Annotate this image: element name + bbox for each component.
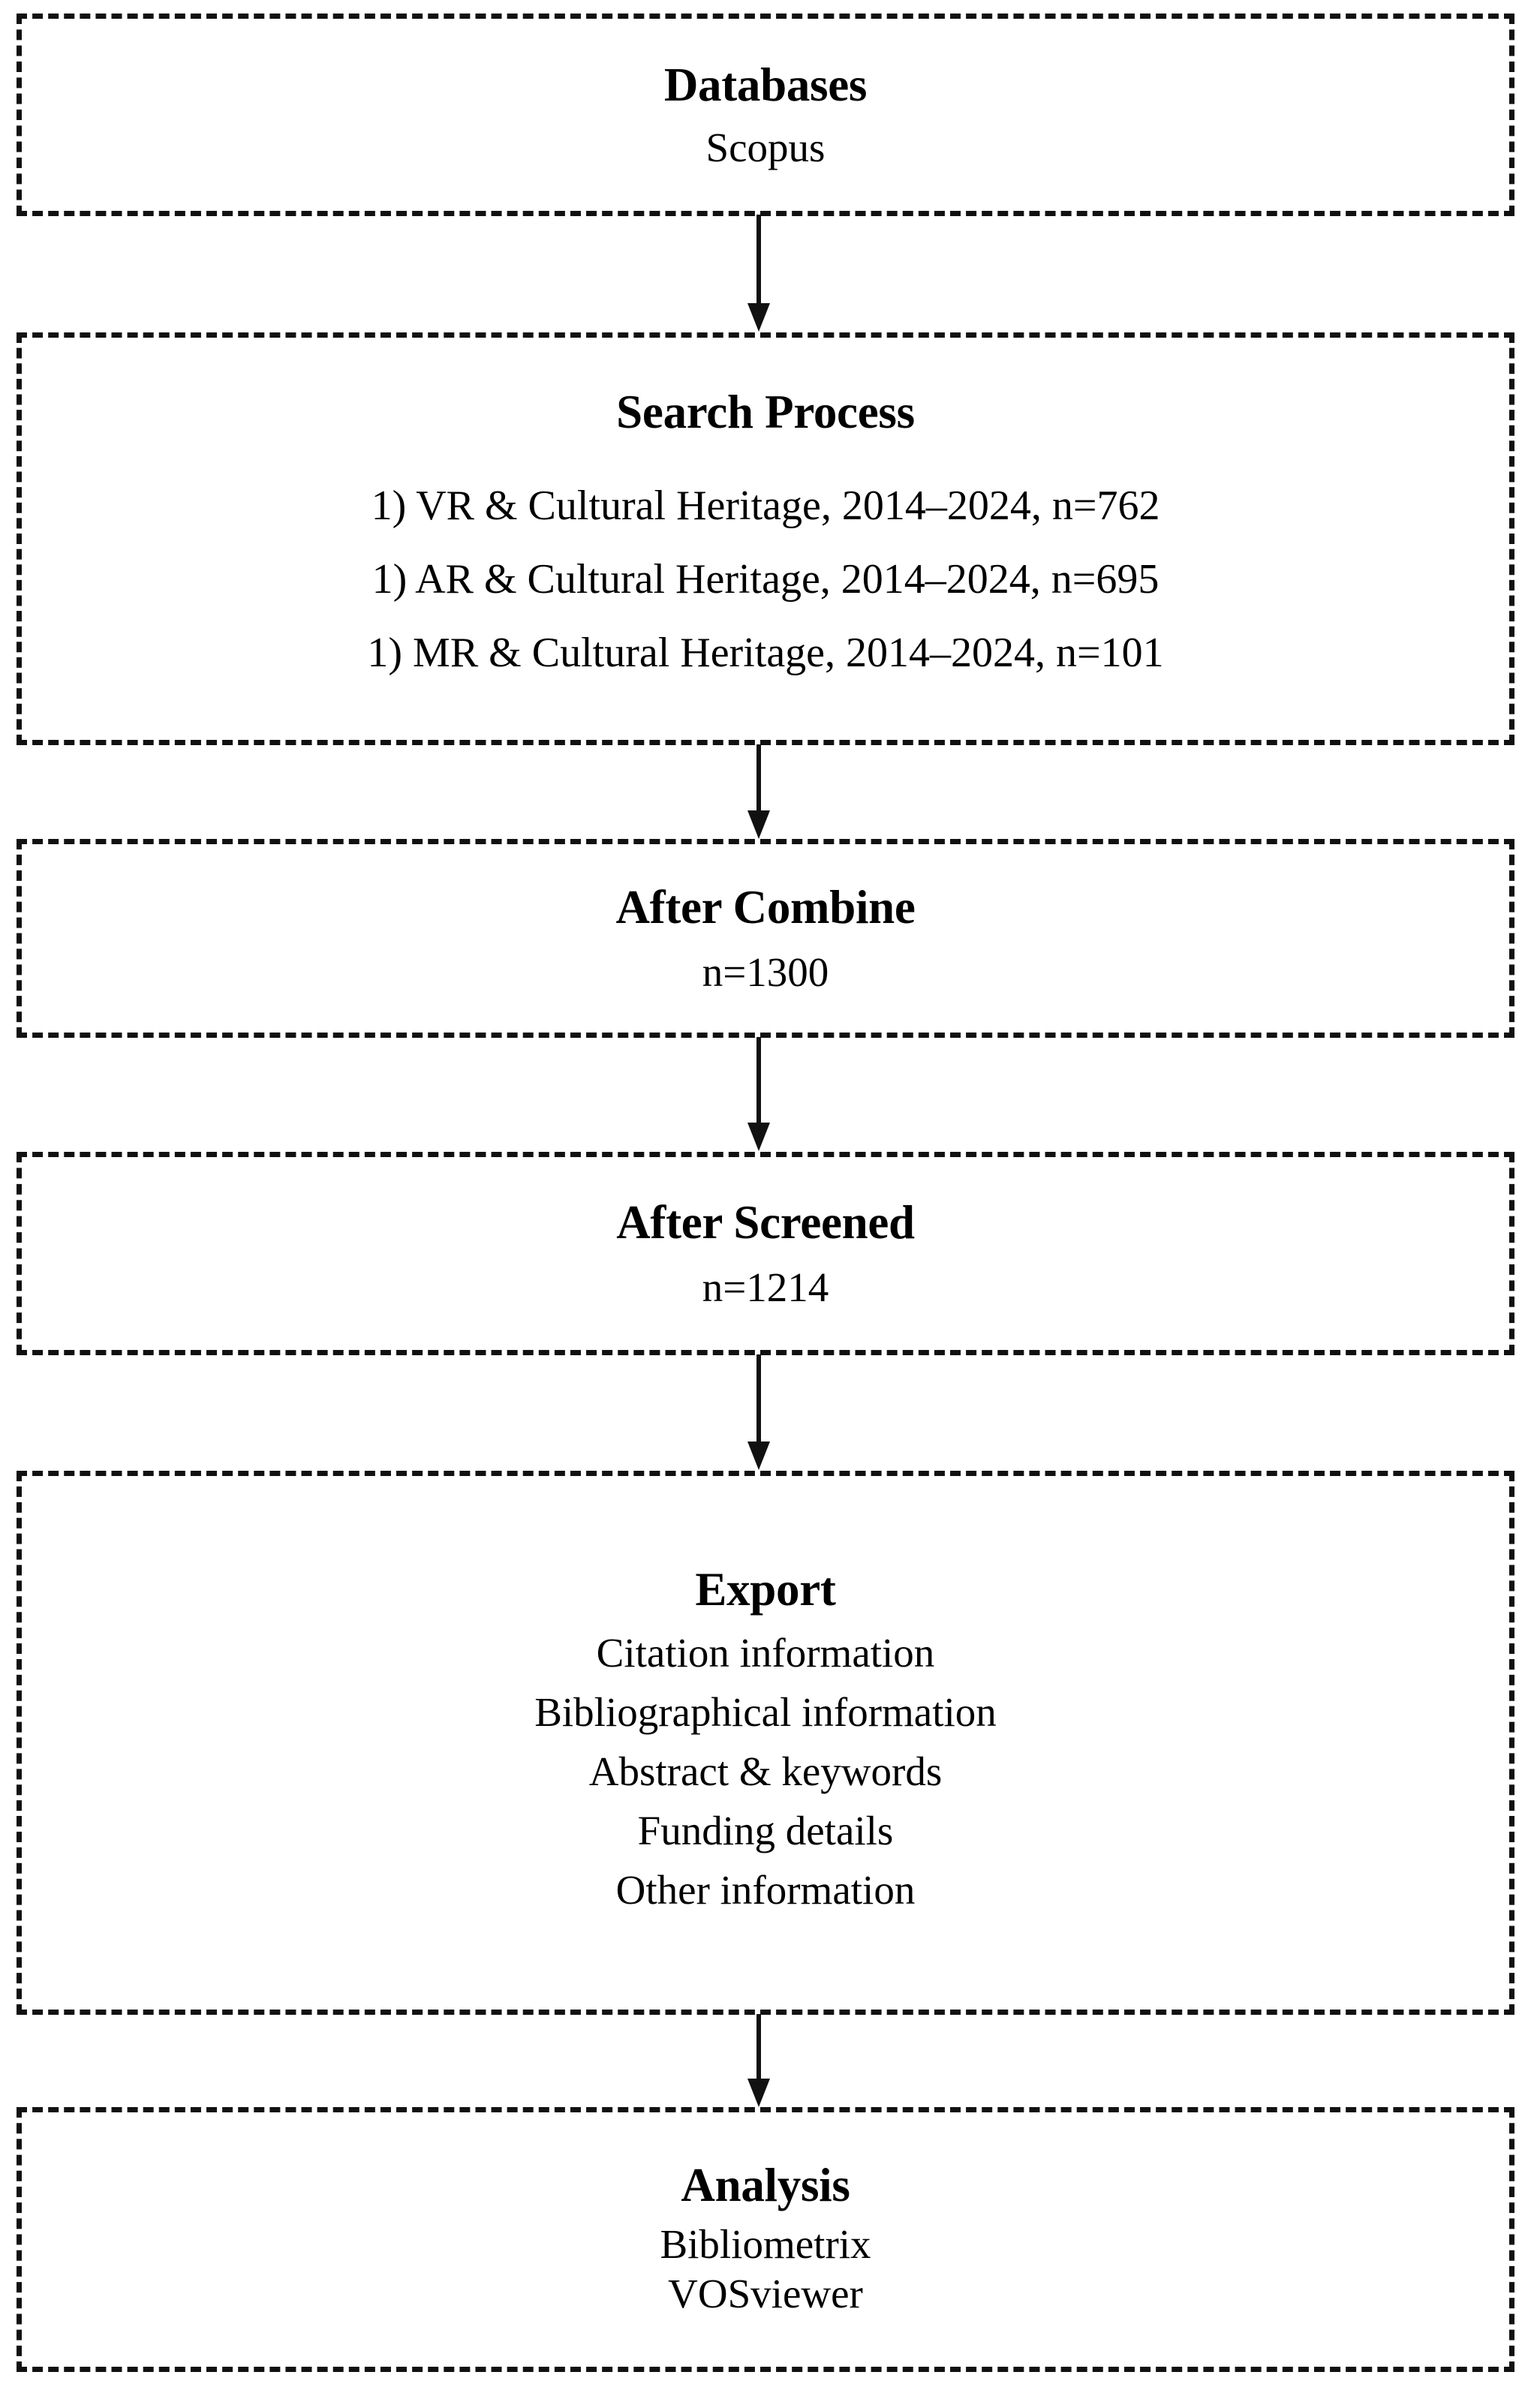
node-line-after-combine-count: n=1300 bbox=[702, 949, 829, 996]
arrow-shaft bbox=[756, 215, 761, 306]
arrow-shaft bbox=[756, 2014, 761, 2082]
flow-node-databases: Databases Scopus bbox=[17, 14, 1514, 216]
node-line-analysis-vosviewer: VOSviewer bbox=[668, 2270, 863, 2316]
node-line-search-vr: 1) VR & Cultural Heritage, 2014–2024, n=… bbox=[371, 482, 1160, 529]
node-line-export-abstract-keywords: Abstract & keywords bbox=[588, 1748, 943, 1795]
flow-node-after-combine: After Combine n=1300 bbox=[17, 839, 1514, 1038]
flow-node-after-screened: After Screened n=1214 bbox=[17, 1152, 1514, 1355]
node-title-after-combine: After Combine bbox=[615, 880, 916, 933]
flow-node-analysis: Analysis Bibliometrix VOSviewer bbox=[17, 2107, 1514, 2372]
flow-arrow-down-icon bbox=[747, 2014, 770, 2108]
node-line-export-bibliographical: Bibliographical information bbox=[534, 1688, 997, 1735]
flow-arrow-down-icon bbox=[747, 215, 770, 333]
node-title-after-screened: After Screened bbox=[616, 1195, 915, 1249]
node-title-analysis: Analysis bbox=[681, 2159, 850, 2212]
arrow-head bbox=[747, 1441, 770, 1470]
node-line-search-mr: 1) MR & Cultural Heritage, 2014–2024, n=… bbox=[367, 630, 1164, 677]
node-line-export-other: Other information bbox=[615, 1867, 916, 1913]
arrow-head bbox=[747, 2079, 770, 2107]
node-line-export-citation: Citation information bbox=[596, 1629, 935, 1676]
node-title-search-process: Search Process bbox=[616, 385, 915, 438]
node-line-analysis-bibliometrix: Bibliometrix bbox=[660, 2221, 871, 2268]
node-line-search-ar: 1) AR & Cultural Heritage, 2014–2024, n=… bbox=[371, 556, 1160, 603]
arrow-head bbox=[747, 810, 770, 839]
arrow-head bbox=[747, 1123, 770, 1151]
arrow-shaft bbox=[756, 744, 761, 813]
arrow-head bbox=[747, 303, 770, 332]
node-line-databases-scopus: Scopus bbox=[705, 124, 826, 170]
node-line-after-screened-count: n=1214 bbox=[702, 1264, 829, 1311]
flow-arrow-down-icon bbox=[747, 1037, 770, 1153]
arrow-shaft bbox=[756, 1037, 761, 1126]
arrow-shaft bbox=[756, 1354, 761, 1444]
node-line-export-funding: Funding details bbox=[637, 1808, 894, 1854]
flow-arrow-down-icon bbox=[747, 744, 770, 840]
flow-node-export: Export Citation information Bibliographi… bbox=[17, 1471, 1514, 2015]
node-title-databases: Databases bbox=[663, 59, 868, 112]
flow-arrow-down-icon bbox=[747, 1354, 770, 1472]
node-title-export: Export bbox=[695, 1563, 836, 1616]
flow-node-search-process: Search Process 1) VR & Cultural Heritage… bbox=[17, 332, 1514, 745]
